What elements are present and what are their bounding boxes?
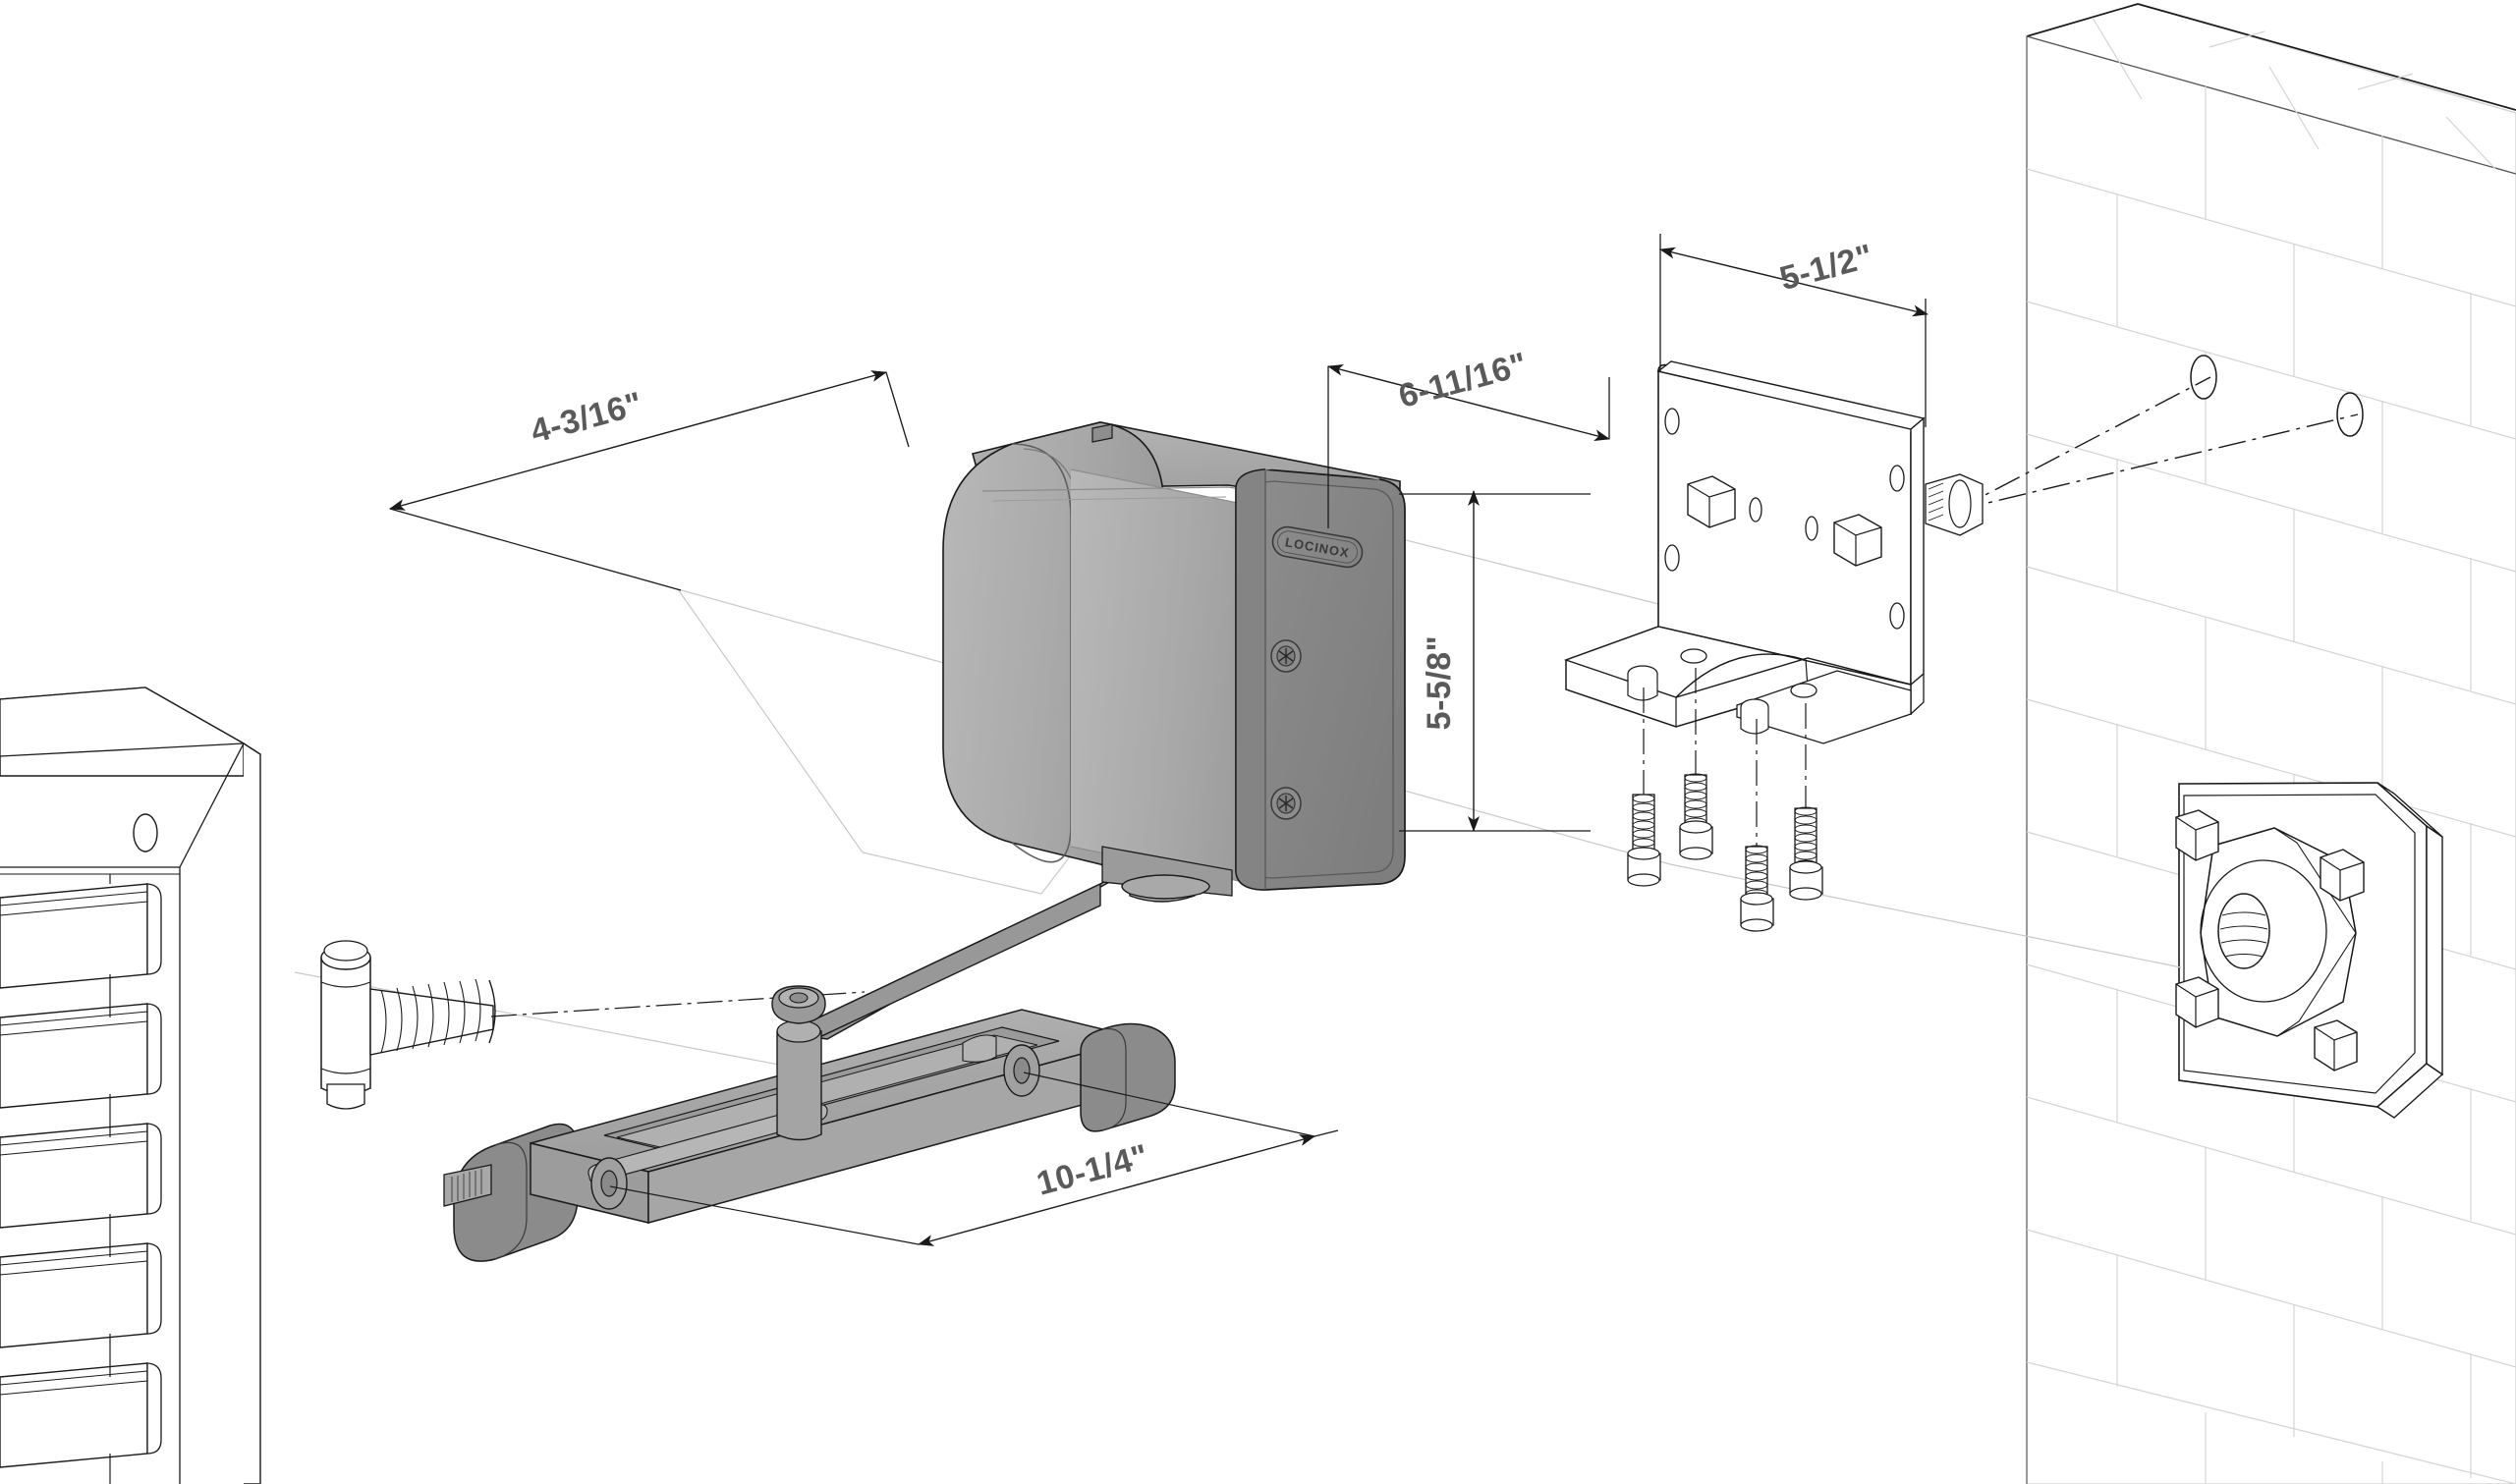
cap-screw xyxy=(1270,639,1302,673)
anchor-centerlines xyxy=(1954,376,2359,512)
wall-mount-plate xyxy=(2175,782,2444,1119)
pivot-hole xyxy=(1003,1044,1040,1097)
hex-bolt xyxy=(2175,976,2219,1028)
hex-nut xyxy=(1687,475,1736,528)
gate-panel xyxy=(0,687,261,1484)
screw xyxy=(1740,845,1774,932)
mounting-screws xyxy=(1627,668,1823,932)
dimension-10-1-4-label: 10-1/4" xyxy=(1033,1137,1152,1203)
brick-wall xyxy=(2024,3,2516,1484)
screw xyxy=(1627,794,1661,887)
l-mounting-bracket xyxy=(1563,360,1926,744)
hex-nut xyxy=(1833,514,1882,567)
gate-hinge-bracket xyxy=(320,940,496,1110)
closer-body: LOCINOX xyxy=(942,421,1406,900)
dimension-5-5-8-label: 5-5/8" xyxy=(1421,635,1458,731)
dimension-5-1-2-label: 5-1/2" xyxy=(1776,238,1877,299)
wall-anchor-holes xyxy=(2190,355,2364,437)
hex-bolt xyxy=(2314,1019,2358,1072)
screw xyxy=(1679,773,1713,860)
dimension-4-3-16-label: 4-3/16" xyxy=(527,385,646,451)
hex-bolt xyxy=(2320,849,2365,902)
pivot-hole xyxy=(590,1157,628,1210)
dimension-4-3-16: 4-3/16" xyxy=(389,370,910,591)
cap-screw xyxy=(1270,787,1302,820)
dimension-5-5-8: 5-5/8" xyxy=(1399,490,1591,832)
hex-bolt xyxy=(2175,809,2219,861)
slider-rail xyxy=(443,1009,1176,1262)
screw xyxy=(1789,806,1823,901)
dimension-6-11-16-label: 6-11/16" xyxy=(1395,346,1532,415)
bracket-anchor-stud xyxy=(1925,473,1984,536)
